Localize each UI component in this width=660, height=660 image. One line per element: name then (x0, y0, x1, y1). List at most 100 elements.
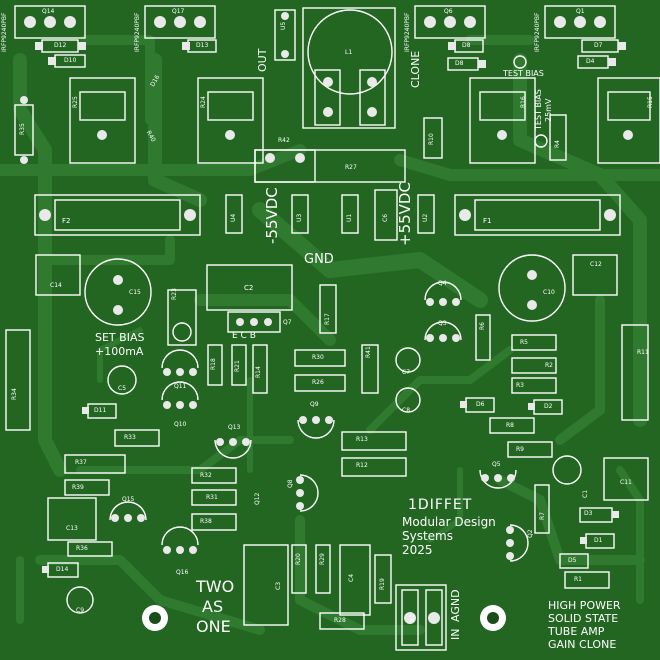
ref-r27: R27 (345, 164, 357, 171)
motto-as: AS (202, 597, 224, 616)
ref-c14: C14 (50, 282, 62, 289)
ref-r10: R10 (428, 133, 435, 145)
ref-c3: C3 (275, 581, 282, 590)
ref-r16: R16 (520, 96, 527, 108)
desc-tube-amp: TUBE AMP (548, 625, 605, 638)
ref-q15: Q15 (122, 496, 135, 503)
ref-r12: R12 (356, 462, 368, 469)
test-bias-pin (513, 55, 527, 69)
ref-r39: R39 (72, 484, 84, 491)
ref-q17: Q17 (172, 8, 185, 15)
ref-r41: R41 (365, 346, 372, 358)
ref-r4: R4 (554, 140, 561, 148)
ref-r25: R25 (72, 96, 79, 108)
ref-r1: R1 (574, 576, 582, 583)
ref-r15: R15 (647, 96, 654, 108)
test-bias-mv: 25mV (544, 98, 553, 122)
film-caps (35, 254, 649, 626)
ref-r23: R23 (171, 288, 178, 300)
ref-q2: Q2 (527, 529, 534, 538)
mounting-holes (142, 605, 506, 631)
ref-d6: D6 (476, 401, 485, 408)
q14-partno: IRFP9240PBF (1, 12, 8, 52)
ref-u5: U5 (280, 21, 287, 30)
ref-r28: R28 (334, 617, 346, 624)
top-diodes (35, 39, 626, 71)
ref-d13: D13 (196, 42, 209, 49)
ref-c1: C1 (582, 489, 589, 498)
ref-q11: Q11 (174, 383, 187, 390)
ref-q16: Q16 (176, 569, 189, 576)
ref-q13: Q13 (228, 424, 241, 431)
q6-partno: IRFP9240PBF (404, 12, 411, 52)
ref-r26: R26 (312, 379, 324, 386)
neg-supply-label: -55VDC (263, 187, 281, 244)
ref-r2: R2 (545, 362, 553, 369)
ref-d11: D11 (94, 407, 107, 414)
power-resistors (14, 77, 660, 164)
ref-d10: D10 (64, 57, 77, 64)
ref-c5: C5 (118, 385, 127, 392)
ref-d8: D8 (462, 42, 471, 49)
ref-c4: C4 (348, 573, 355, 582)
ref-c10: C10 (543, 289, 555, 296)
small-transistors (109, 281, 529, 562)
ref-r17: R17 (324, 313, 331, 325)
ref-r6: R6 (479, 322, 486, 330)
ref-r18: R18 (210, 358, 217, 370)
ref-d7: D7 (594, 42, 603, 49)
ref-c8: C8 (402, 407, 411, 414)
clone-label: CLONE (409, 50, 422, 88)
board-year: 2025 (402, 543, 433, 557)
small-resistors (5, 284, 649, 604)
ref-f1: F1 (483, 217, 492, 225)
ref-q14: Q14 (42, 8, 55, 15)
ref-u3: U3 (296, 213, 303, 222)
regulators (225, 189, 435, 241)
ref-d12: D12 (54, 42, 67, 49)
ref-q12: Q12 (254, 492, 261, 505)
ref-r32: R32 (200, 472, 212, 479)
motto-two: TWO (196, 577, 235, 596)
ref-r42: R42 (278, 137, 290, 144)
x1-terminal (395, 584, 447, 651)
resistors-r42-r27 (254, 149, 406, 183)
ref-r33: R33 (124, 434, 136, 441)
agnd-label: AGND (449, 589, 462, 622)
ref-x1: X1 (409, 614, 416, 622)
ref-f2: F2 (62, 217, 71, 225)
pos-supply-label: +55VDC (396, 182, 414, 246)
ref-r7: R7 (539, 512, 546, 520)
fuse-holders (34, 194, 621, 236)
ref-r35: R35 (19, 123, 26, 135)
ref-c9: C9 (76, 607, 85, 614)
ref-q5: Q5 (492, 461, 501, 468)
electrolytic-caps (66, 254, 582, 614)
ref-r31: R31 (206, 494, 218, 501)
board-title: 1DIFFET (408, 497, 473, 513)
ref-d2: D2 (544, 403, 553, 410)
in-label: IN (449, 628, 462, 640)
ref-q8: Q8 (287, 479, 294, 488)
q1-partno: IRFP9240PBF (534, 12, 541, 52)
ref-r37: R37 (75, 459, 87, 466)
ref-c2: C2 (244, 284, 254, 292)
ref-r8: R8 (506, 422, 514, 429)
set-bias-label: SET BIAS (95, 331, 145, 344)
ref-r30: R30 (312, 354, 324, 361)
inductor-l1 (302, 7, 396, 129)
u5-outline (274, 9, 296, 61)
ref-q4: Q4 (438, 280, 447, 287)
ref-r29: R29 (319, 553, 326, 565)
ref-r3: R3 (516, 382, 524, 389)
gnd-label: GND (304, 252, 334, 267)
ref-d4: D4 (586, 58, 595, 65)
ref-r38: R38 (200, 518, 212, 525)
ref-r9: R9 (516, 446, 524, 453)
ref-d3: D3 (584, 510, 593, 517)
test-bias-vertical: TEST BIAS (534, 89, 543, 130)
desc-gain-clone: GAIN CLONE (548, 638, 617, 651)
q7-outline (227, 311, 281, 333)
ref-c12: C12 (590, 261, 602, 268)
